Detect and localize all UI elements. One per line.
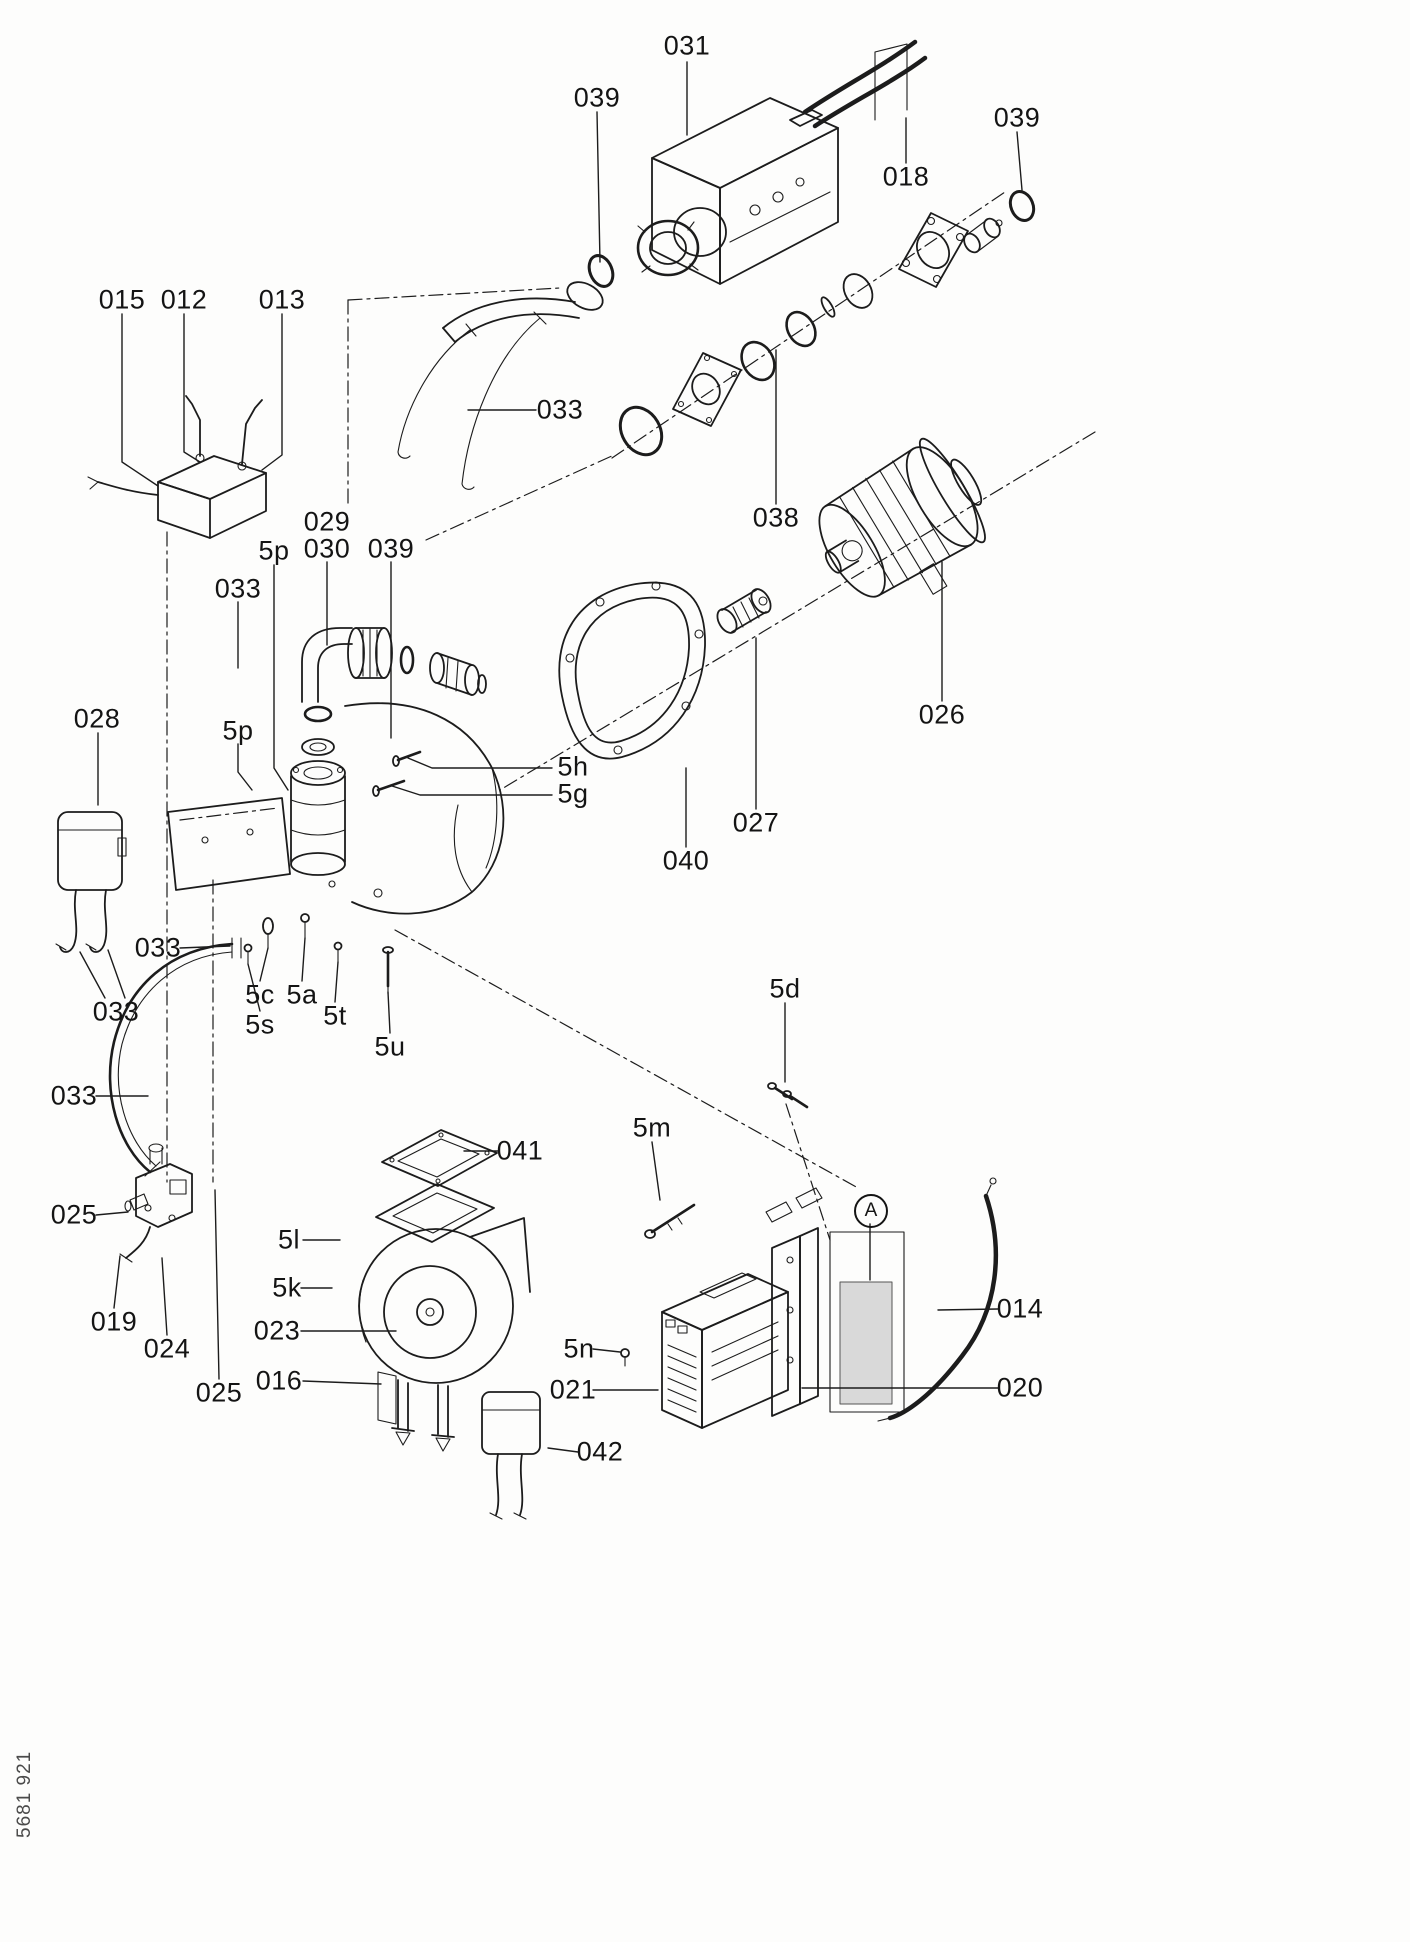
part-028-solenoid-drawing <box>55 811 127 953</box>
part-026-motor-drawing <box>818 437 986 598</box>
small-bolts-drawing <box>644 1082 809 1239</box>
part-020-plate-drawing <box>765 1177 999 1422</box>
part-039-oring-drawings <box>587 189 1036 288</box>
part-012-ignition-unit-drawing <box>87 395 267 539</box>
part-042-sensor-drawing <box>481 1391 541 1520</box>
leader-lines <box>79 61 1023 1453</box>
fuel-hose-drawing <box>397 281 604 490</box>
center-lines <box>166 191 1096 1241</box>
part-040-gasket-drawing <box>558 581 706 760</box>
part-025-valve-drawing <box>119 1143 193 1263</box>
part-023-fan-drawing <box>358 1217 531 1452</box>
callout-a: A <box>854 1194 888 1228</box>
callout-a-letter: A <box>864 1200 878 1221</box>
part-027-coupling-drawing <box>716 588 772 634</box>
part-038-flange-set-drawing <box>618 212 1003 457</box>
document-code: 5681 921 <box>14 1750 35 1838</box>
part-033-hoses-drawing <box>108 937 242 1177</box>
part-041-gaskets-drawing <box>375 1129 498 1243</box>
part-031-control-unit-drawing <box>636 39 928 285</box>
part-pump-assembly-drawing <box>167 627 505 995</box>
part-021-control-box-drawing <box>620 1272 789 1429</box>
